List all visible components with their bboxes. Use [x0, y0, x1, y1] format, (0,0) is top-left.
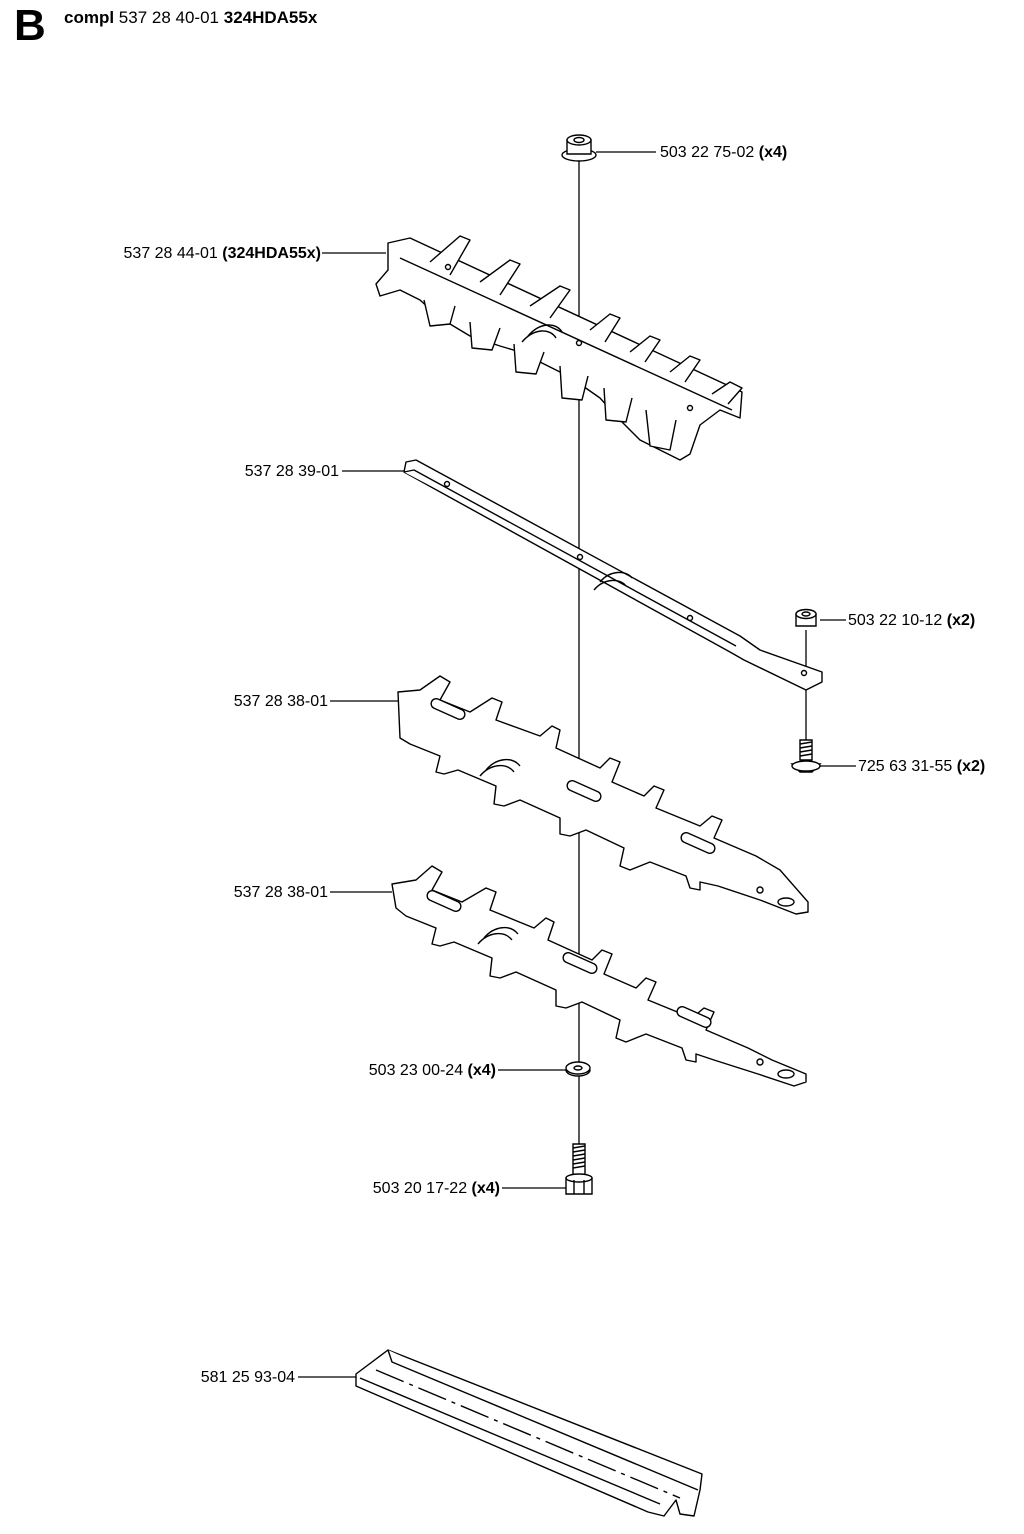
assembly-header: compl 537 28 40-01 324HDA55x: [64, 8, 317, 28]
flat-bar-icon: [403, 459, 823, 691]
part-number: 537 28 44-01: [123, 245, 218, 262]
part-label-p2: 537 28 44-01 (324HDA55x): [124, 246, 321, 262]
part-label-p7: 537 28 38-01: [234, 885, 328, 901]
hex-bolt-icon: [565, 1143, 593, 1195]
part-label-p9: 503 20 17-22 (x4): [373, 1181, 500, 1197]
part-number: 503 22 75-02: [660, 144, 755, 161]
part-quantity: (x4): [471, 1180, 500, 1197]
part-label-p8: 503 23 00-24 (x4): [369, 1063, 496, 1079]
part-number: 503 22 10-12: [848, 612, 943, 629]
part-quantity: (324HDA55x): [222, 245, 321, 262]
part-number: 537 28 39-01: [244, 463, 339, 480]
part-quantity: (x4): [467, 1062, 496, 1079]
part-label-p3: 537 28 39-01: [245, 464, 339, 480]
part-quantity: (x2): [946, 612, 976, 629]
part-label-p4: 503 22 10-12 (x2): [848, 613, 975, 629]
part-label-p5: 537 28 38-01: [234, 694, 328, 710]
part-number: 581 25 93-04: [200, 1369, 295, 1386]
part-quantity: (x2): [956, 758, 986, 775]
part-number: 537 28 38-01: [233, 884, 328, 901]
blade-guard-icon: [375, 235, 743, 461]
cutter-blade-upper-icon: [397, 675, 809, 915]
part-number: 503 20 17-22: [372, 1180, 468, 1197]
blade-protector-icon: [355, 1349, 703, 1517]
part-number: 503 23 00-24: [368, 1062, 464, 1079]
part-number: 537 28 38-01: [233, 693, 328, 710]
header-assembly-number: 537 28 40-01: [118, 8, 219, 27]
header-model: 324HDA55x: [223, 8, 318, 27]
cutter-blade-lower-icon: [391, 865, 807, 1087]
part-label-p1: 503 22 75-02 (x4): [660, 145, 787, 161]
section-letter: B: [14, 1, 46, 50]
part-label-p6: 725 63 31-55 (x2): [858, 759, 985, 775]
part-label-p10: 581 25 93-04: [201, 1370, 295, 1386]
header-prefix: compl: [64, 8, 115, 27]
countersunk-screw-icon: [790, 739, 822, 773]
small-nut-icon: [795, 608, 817, 627]
flange-nut-icon: [561, 134, 597, 162]
part-quantity: (x4): [758, 144, 788, 161]
part-number: 725 63 31-55: [858, 758, 953, 775]
washer-icon: [565, 1061, 591, 1077]
